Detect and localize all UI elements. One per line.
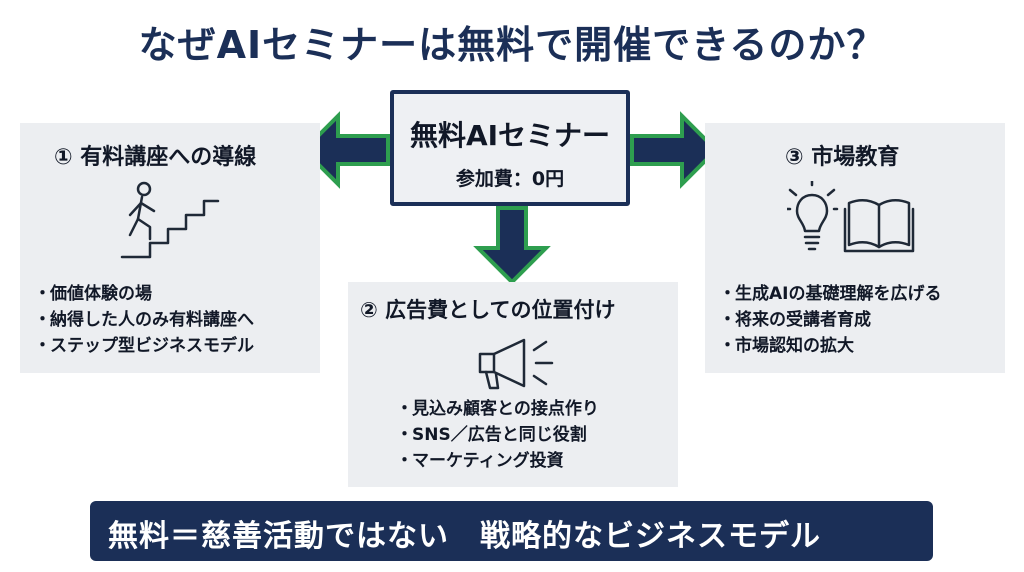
list-item: ・マーケティング投資 — [396, 448, 599, 474]
center-subtitle: 参加費：0円 — [455, 168, 565, 190]
list-item: ・納得した人のみ有料講座へ — [34, 307, 254, 333]
list-item-text: 生成AIの基礎理解を広げる — [735, 284, 942, 304]
bullet: ・ — [34, 310, 51, 330]
list-item: ・見込み顧客との接点作り — [396, 396, 599, 422]
list-item-text: 価値体験の場 — [50, 284, 152, 304]
bullet: ・ — [396, 399, 413, 419]
list-item: ・価値体験の場 — [34, 281, 254, 307]
panel-heading: ③ 市場教育 — [785, 145, 900, 170]
bullet: ・ — [396, 425, 413, 445]
megaphone-icon — [478, 338, 554, 390]
arrow-right — [630, 111, 719, 189]
conclusion-text: 無料＝慈善活動ではない 戦略的なビジネスモデル — [108, 519, 821, 554]
list-item-text: 将来の受講者育成 — [735, 310, 871, 330]
list-item-text: SNS／広告と同じ役割 — [412, 425, 587, 445]
item-list: ・価値体験の場 ・納得した人のみ有料講座へ ・ステップ型ビジネスモデル — [34, 281, 254, 359]
list-item: ・将来の受講者育成 — [719, 307, 941, 333]
list-item: ・市場認知の拡大 — [719, 333, 941, 359]
bullet: ・ — [719, 336, 736, 356]
bullet: ・ — [719, 284, 736, 304]
center-box: 無料AIセミナー 参加費：0円 — [390, 90, 630, 206]
center-title: 無料AIセミナー — [409, 119, 611, 152]
list-item-text: 見込み顧客との接点作り — [412, 399, 599, 419]
bullet: ・ — [34, 284, 51, 304]
person-climbing-stairs-icon — [120, 181, 220, 259]
list-item-text: マーケティング投資 — [412, 451, 564, 471]
list-item-text: 納得した人のみ有料講座へ — [50, 310, 254, 330]
list-item: ・ステップ型ビジネスモデル — [34, 333, 254, 359]
conclusion-banner: 無料＝慈善活動ではない 戦略的なビジネスモデル — [90, 501, 933, 561]
item-list: ・見込み顧客との接点作り ・SNS／広告と同じ役割 ・マーケティング投資 — [396, 396, 599, 474]
panel-market-education: ③ 市場教育 ・生成AIの基礎理解を広げる ・将来の受講者育成 ・市場認知の拡大 — [705, 123, 1005, 373]
bullet: ・ — [396, 451, 413, 471]
arrow-left — [301, 111, 390, 189]
panel-heading: ① 有料講座への導線 — [54, 145, 257, 170]
bullet: ・ — [34, 336, 51, 356]
panel-heading: ② 広告費としての位置付け — [360, 298, 616, 322]
lightbulb-book-icon — [787, 181, 915, 253]
list-item-text: ステップ型ビジネスモデル — [50, 336, 254, 356]
panel-advertising-cost: ② 広告費としての位置付け ・見込み顧客との接点作り ・SNS／広告と同じ役割 … — [348, 282, 678, 487]
list-item: ・生成AIの基礎理解を広げる — [719, 281, 941, 307]
bullet: ・ — [719, 310, 736, 330]
arrow-down — [473, 206, 551, 285]
item-list: ・生成AIの基礎理解を広げる ・将来の受講者育成 ・市場認知の拡大 — [719, 281, 941, 359]
list-item-text: 市場認知の拡大 — [735, 336, 854, 356]
list-item: ・SNS／広告と同じ役割 — [396, 422, 599, 448]
page-title: なぜAIセミナーは無料で開催できるのか？ — [138, 23, 886, 67]
panel-paid-course-funnel: ① 有料講座への導線 ・価値体験の場 ・納得した人のみ有料講座へ ・ステップ型ビ… — [20, 123, 320, 373]
